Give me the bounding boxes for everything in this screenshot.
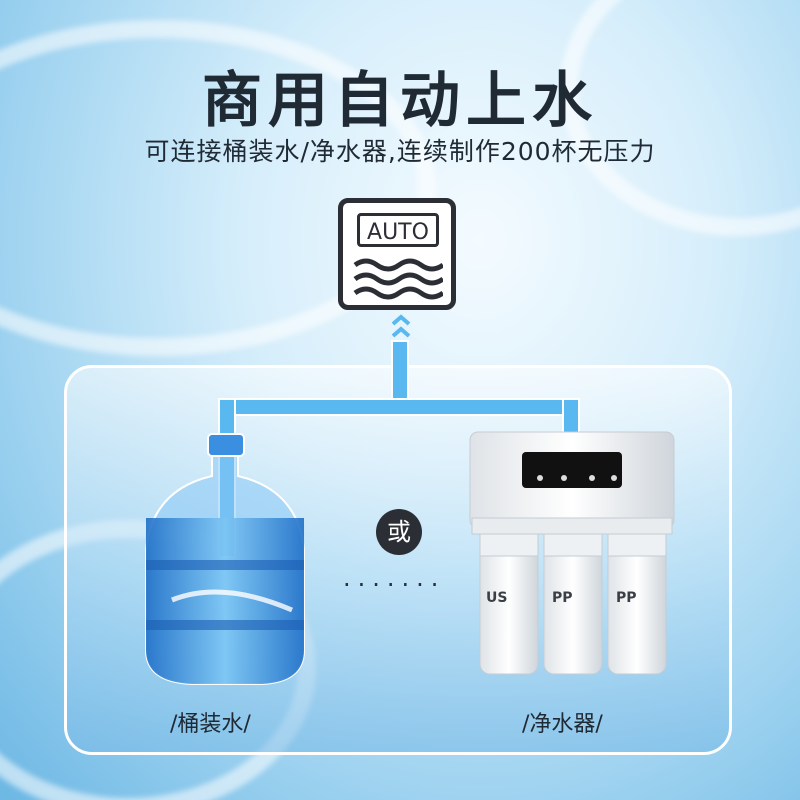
purifier-caption: /净水器/ [522,712,603,737]
page-title: 商用自动上水 [202,66,598,136]
or-badge: 或 [376,509,422,555]
chevron-up-icon [391,314,411,338]
dotted-separator: ······· [343,571,446,599]
water-waves-icon [353,258,443,300]
water-purifier-illustration [469,431,675,675]
filter-label: PP [616,590,637,606]
auto-water-icon: AUTO [338,198,456,310]
filter-label: PP [552,590,573,606]
pipe-horizontal [218,398,580,416]
page-subtitle: 可连接桶装水/净水器,连续制作200杯无压力 [144,137,656,166]
auto-label: AUTO [357,213,439,247]
bottle-caption: /桶装水/ [170,712,251,737]
water-bottle-illustration [145,433,305,685]
filter-label: US [486,590,508,606]
